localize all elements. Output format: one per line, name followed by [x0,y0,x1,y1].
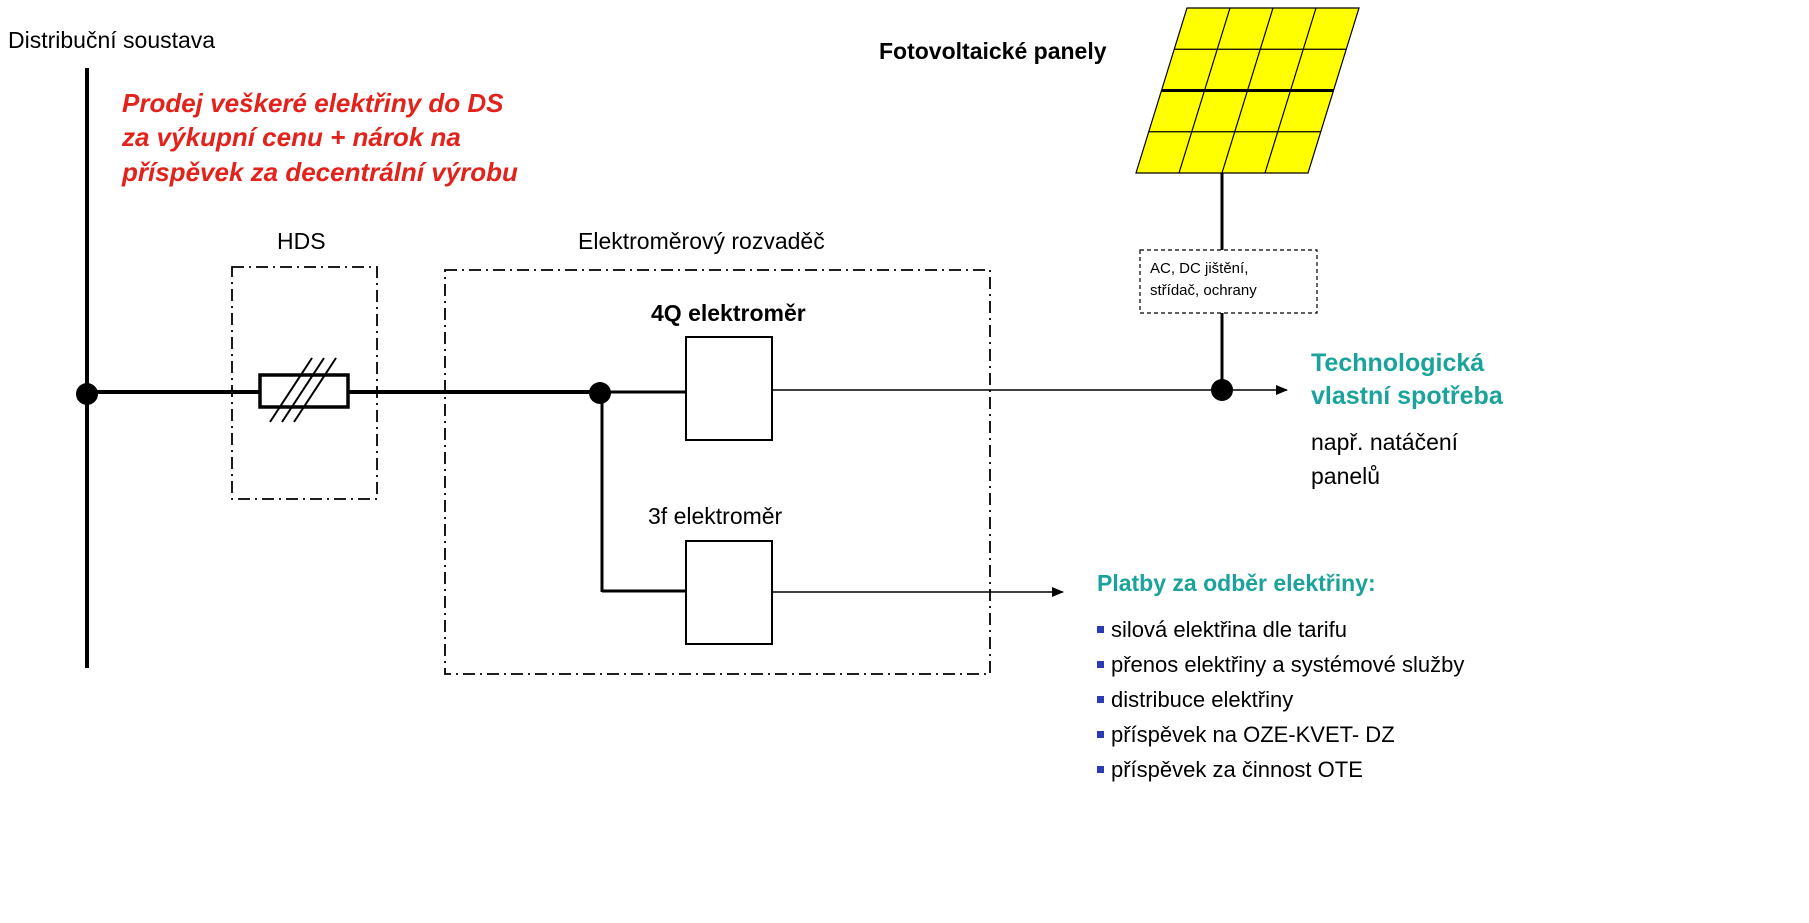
bullet-square-icon [1097,731,1104,738]
meter-3f-label: 3f elektroměr [648,503,783,529]
self-consumption-title-1: Technologická [1311,349,1485,377]
meter-4q-box [685,336,773,441]
payment-item: distribuce elektřiny [1097,682,1464,717]
payments-list: silová elektřina dle tarifu přenos elekt… [1097,612,1464,787]
fuse-symbol [258,373,350,409]
bullet-square-icon [1097,661,1104,668]
fuse-hatch-3 [293,357,337,423]
payment-item-text: příspěvek na OZE-KVET- DZ [1111,722,1395,747]
pv-panels-label: Fotovoltaické panely [879,38,1107,64]
sale-note-line2: za výkupní cenu + nárok na [122,122,461,152]
distribution-label: Distribuční soustava [8,27,216,53]
bullet-square-icon [1097,696,1104,703]
payments-title: Platby za odběr elektřiny: [1097,570,1376,596]
meter-3f-box [685,540,773,645]
meter-4q-label: 4Q elektroměr [651,300,806,326]
sale-note-line1: Prodej veškeré elektřiny do DS [122,88,504,118]
payment-item-text: přenos elektřiny a systémové služby [1111,652,1465,677]
self-consumption-desc-1: např. natáčení [1311,429,1459,455]
meter-cabinet-label: Elektroměrový rozvaděč [578,228,825,254]
sale-note-line3: příspěvek za decentrální výrobu [122,157,518,187]
payment-item-text: silová elektřina dle tarifu [1111,617,1348,642]
fuse-hatch-2 [281,357,325,423]
pv-panels-graphic [1135,7,1360,174]
payment-item: přenos elektřiny a systémové služby [1097,647,1464,682]
self-consumption-desc-2: panelů [1311,463,1381,489]
hds-box [231,266,378,500]
payment-item-text: příspěvek za činnost OTE [1111,757,1363,782]
inverter-line2: střídač, ochrany [1150,282,1257,299]
bullet-square-icon [1097,626,1104,633]
bus-junction-node [76,383,98,405]
payment-item: příspěvek za činnost OTE [1097,752,1464,787]
payment-item-text: distribuce elektřiny [1111,687,1294,712]
fuse-hatch-1 [269,357,313,423]
payment-item: silová elektřina dle tarifu [1097,612,1464,647]
self-consumption-title-2: vlastní spotřeba [1311,382,1503,410]
meter-cabinet-box [444,269,991,675]
payment-item: příspěvek na OZE-KVET- DZ [1097,717,1464,752]
inverter-box [1139,249,1318,314]
bullet-square-icon [1097,766,1104,773]
inverter-line1: AC, DC jištění, [1150,260,1249,277]
hds-label: HDS [277,228,326,254]
